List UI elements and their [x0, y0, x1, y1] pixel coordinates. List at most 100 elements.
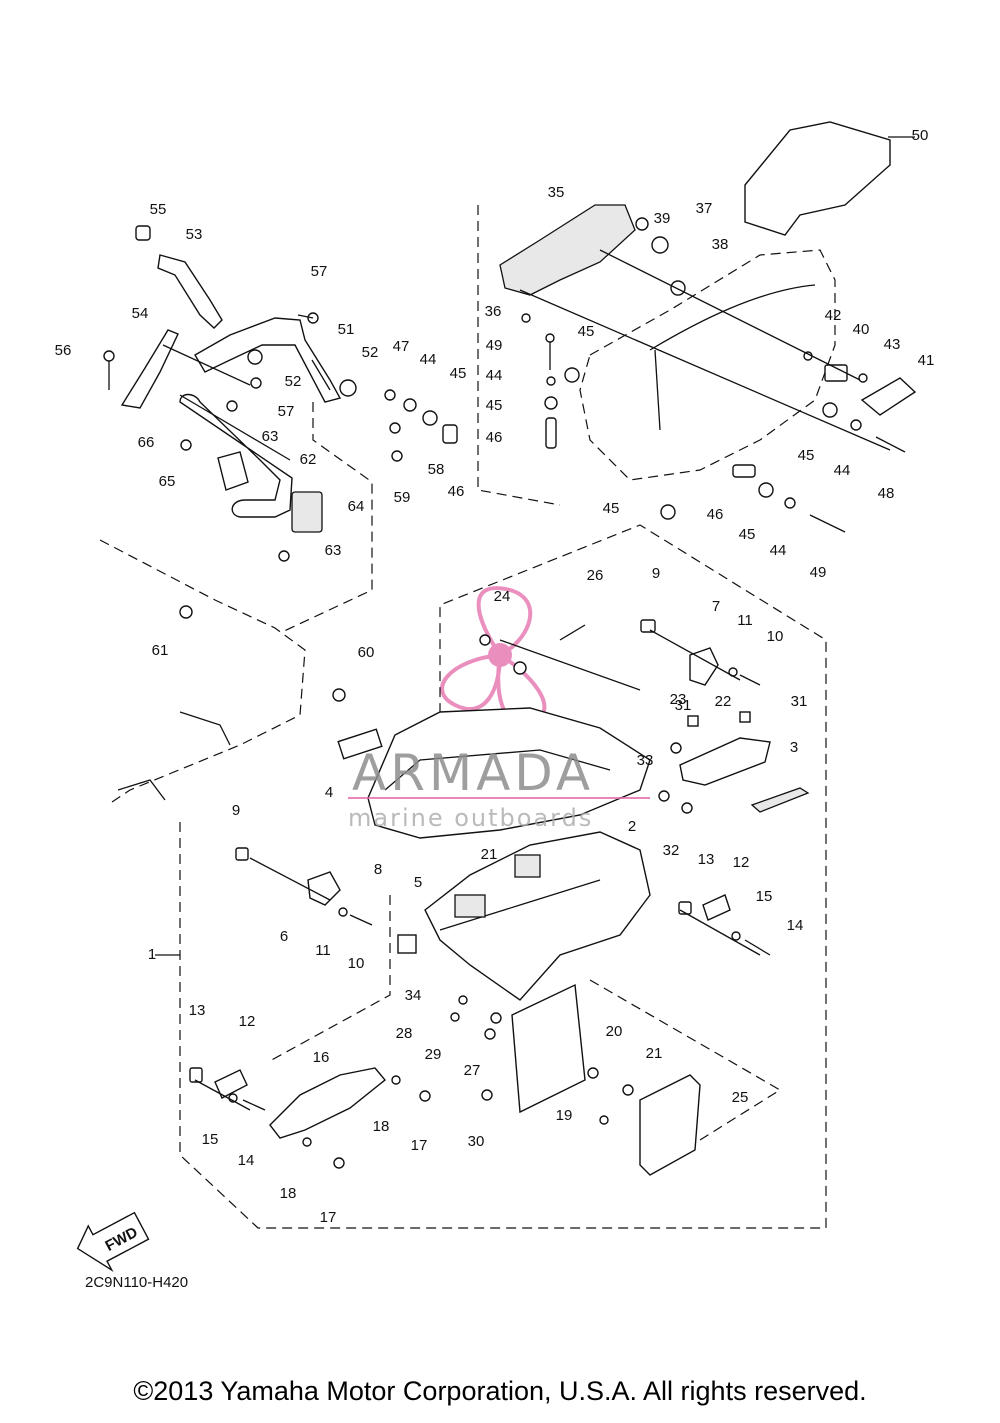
- part-4-label: [337, 728, 383, 760]
- part-number-label: 34: [405, 987, 422, 1004]
- watermark-logo: [440, 586, 547, 726]
- part-number-label: 62: [300, 451, 317, 468]
- part-number-label: 10: [767, 628, 784, 645]
- part-number-label: 9: [652, 565, 660, 582]
- part-62-handle: [179, 393, 293, 518]
- part-number-label: 10: [348, 955, 365, 972]
- part-number-label: 50: [912, 127, 929, 144]
- fasteners: [103, 217, 917, 1169]
- part-number-label: 31: [791, 693, 808, 710]
- part-54-stay: [120, 329, 179, 409]
- part-5-cover: [367, 707, 651, 839]
- part-number-label: 63: [262, 428, 279, 445]
- part-number-label: 26: [587, 567, 604, 584]
- part-number-label: 2: [628, 818, 636, 835]
- part-number-label: 8: [374, 861, 382, 878]
- hull-cover: [579, 249, 836, 481]
- part-number-label: 1: [148, 946, 156, 963]
- part-number-label: 64: [348, 498, 365, 515]
- part-number-label: 44: [834, 462, 851, 479]
- part-number-label: 17: [320, 1209, 337, 1226]
- part-number-label: 65: [159, 473, 176, 490]
- part-number-label: 17: [411, 1137, 428, 1154]
- part-number-label: 14: [238, 1152, 255, 1169]
- part-number-label: 61: [152, 642, 169, 659]
- part-number-label: 7: [712, 598, 720, 615]
- part-number-label: 23: [670, 691, 687, 708]
- part-22-plate: [679, 737, 771, 786]
- part-number-label: 46: [486, 429, 503, 446]
- part-number-label: 13: [189, 1002, 206, 1019]
- frame-rail: [99, 539, 306, 803]
- part-35-bracket: [499, 204, 636, 296]
- part-number-label: 18: [373, 1118, 390, 1135]
- part-number-label: 44: [486, 367, 503, 384]
- part-number-label: 58: [428, 461, 445, 478]
- part-number-label: 43: [884, 336, 901, 353]
- left-bracket-boundary: [281, 402, 373, 633]
- part-number-label: 22: [715, 693, 732, 710]
- plate-boundary: [589, 979, 782, 1141]
- part-number-label: 44: [770, 542, 787, 559]
- part-number-label: 48: [878, 485, 895, 502]
- part-number-label: 46: [707, 506, 724, 523]
- lower-frame-boundary: [267, 895, 391, 1063]
- part-55-cap: [135, 225, 151, 241]
- part-number-label: 3: [790, 739, 798, 756]
- upper-housing-boundary: [477, 205, 561, 506]
- part-number-label: 45: [798, 447, 815, 464]
- part-25-bracket: [639, 1074, 701, 1176]
- part-number-label: 9: [232, 802, 240, 819]
- part-number-label: 57: [311, 263, 328, 280]
- part-number-label: 54: [132, 305, 149, 322]
- part-number-label: 18: [280, 1185, 297, 1202]
- part-number-label: 53: [186, 226, 203, 243]
- part-number-label: 30: [468, 1133, 485, 1150]
- part-number-label: 66: [138, 434, 155, 451]
- part-16-bracket: [269, 1067, 386, 1139]
- part-number-label: 14: [787, 917, 804, 934]
- part-number-label: 16: [313, 1049, 330, 1066]
- part-number-label: 59: [394, 489, 411, 506]
- part-number-label: 35: [548, 184, 565, 201]
- part-number-label: 44: [420, 351, 437, 368]
- part-number-label: 4: [325, 784, 333, 801]
- part-number-label: 15: [756, 888, 773, 905]
- part-number-label: 40: [853, 321, 870, 338]
- part-number-label: 11: [315, 942, 331, 959]
- part-53-arm: [157, 254, 223, 329]
- part-number-label: 27: [464, 1062, 481, 1079]
- watermark-brand: ARMADA: [352, 744, 594, 802]
- part-number-label: 15: [202, 1131, 219, 1148]
- part-number-label: 46: [448, 483, 465, 500]
- part-number-label: 55: [150, 201, 167, 218]
- part-number-label: 12: [733, 854, 750, 871]
- part-number-label: 32: [663, 842, 680, 859]
- part-number-label: 52: [285, 373, 302, 390]
- part-65-clip: [217, 451, 249, 491]
- group-boundaries: [179, 205, 827, 1229]
- part-number-label: 45: [739, 526, 756, 543]
- fwd-arrow: FWD: [76, 1211, 150, 1273]
- part-number-label: 28: [396, 1025, 413, 1042]
- part-number-label: 42: [825, 307, 842, 324]
- part-number-label: 45: [603, 500, 620, 517]
- part-number-label: 21: [481, 846, 498, 863]
- part-number-label: 47: [393, 338, 410, 355]
- part-number-label: 36: [485, 303, 502, 320]
- part-number-label: 49: [486, 337, 503, 354]
- part-number-label: 60: [358, 644, 375, 661]
- part-number-label: 52: [362, 344, 379, 361]
- part-number-label: 19: [556, 1107, 573, 1124]
- copyright-notice: ©2013 Yamaha Motor Corporation, U.S.A. A…: [133, 1376, 867, 1406]
- part-50-mat: [744, 121, 891, 236]
- part-number-label: 20: [606, 1023, 623, 1040]
- part-number-label: 56: [55, 342, 72, 359]
- watermark-tagline: marine outboards: [348, 804, 593, 832]
- part-number-label: 57: [278, 403, 295, 420]
- assembly-1-boundary: [179, 524, 827, 1229]
- part-number-label: 6: [280, 928, 288, 945]
- part-number-label: 5: [414, 874, 422, 891]
